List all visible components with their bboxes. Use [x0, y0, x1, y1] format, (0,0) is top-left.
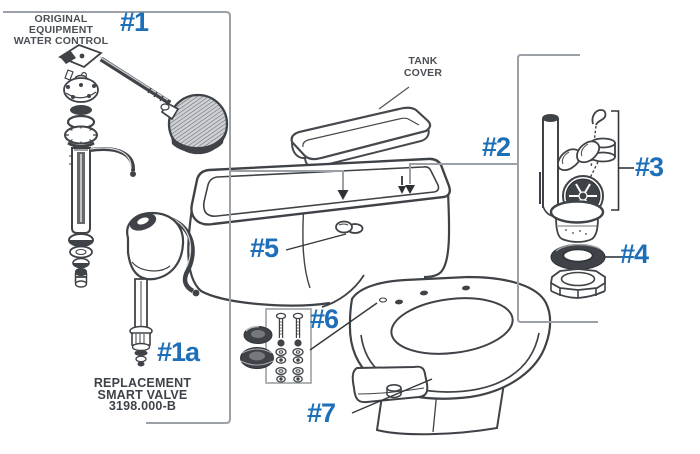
down-arrow-icon	[405, 185, 415, 194]
part-ref-6: #6	[310, 304, 339, 334]
replacement-line3: 3198.000-B	[108, 399, 177, 413]
tank-gaskets	[240, 325, 274, 369]
leader-line-7	[351, 378, 433, 414]
flush-valve-illustration	[539, 109, 616, 243]
tank-cover-label: TANK COVER	[399, 55, 447, 79]
tank-cover-line2: COVER	[403, 67, 443, 79]
mounting-nut-illustration	[550, 268, 606, 299]
refill-hose	[89, 147, 135, 172]
tank-illustration	[187, 157, 452, 308]
tank-lid-illustration	[290, 106, 432, 169]
valve-lever	[58, 44, 103, 81]
down-arrow-icon	[337, 190, 349, 200]
diaphragm-washer	[70, 105, 92, 115]
seal-ring-illustration	[550, 243, 606, 270]
tank-bolt	[275, 312, 287, 338]
float-rod	[99, 56, 172, 106]
flush-valve-seat	[542, 200, 605, 243]
leader-line-6	[309, 302, 378, 351]
replacement-line2: SMART VALVE	[97, 387, 188, 402]
valve-collar	[64, 125, 98, 148]
part-ref-7: #7	[307, 398, 336, 428]
original-equipment-label: ORIGINAL EQUIPMENT WATER CONTROL	[2, 14, 120, 47]
overflow-tube	[539, 114, 559, 208]
tank-cover-leader-line	[378, 86, 410, 110]
smart-valve-illustration	[126, 211, 200, 367]
replacement-line1: REPLACEMENT	[93, 376, 192, 390]
tank-pointer-right	[409, 163, 518, 184]
valve-cap	[63, 74, 99, 103]
part-ref-1: #1	[120, 7, 149, 37]
callout-box-left	[3, 11, 231, 424]
tank-pointer-left	[230, 170, 344, 191]
chain-hook	[591, 109, 607, 126]
part-ref-2: #2	[482, 132, 511, 162]
hardware-kit-illustration	[240, 308, 312, 384]
bracket-3	[611, 110, 620, 211]
down-arrow-icon	[398, 186, 406, 194]
original-equipment-line1: ORIGINAL EQUIPMENT	[28, 13, 94, 36]
fill-valve-illustration	[58, 44, 229, 288]
valve-body-tube	[69, 147, 91, 234]
replacement-valve-label: REPLACEMENT SMART VALVE 3198.000-B	[85, 376, 200, 413]
smart-valve-coupling	[129, 325, 153, 367]
toilet-bowl-illustration	[348, 275, 552, 436]
part-ref-3: #3	[635, 152, 664, 182]
shank-washers	[68, 233, 94, 288]
part-ref-1a: #1a	[157, 337, 200, 367]
tank-bolt	[292, 312, 304, 338]
tank-handle	[335, 220, 364, 234]
float-ball	[160, 93, 229, 155]
callout-box-right	[517, 54, 598, 323]
tank-cover-line1: TANK	[408, 55, 438, 67]
original-equipment-line2: WATER CONTROL	[13, 35, 109, 47]
part-ref-5: #5	[250, 233, 279, 263]
leader-line-5	[285, 233, 347, 251]
part-ref-4: #4	[620, 239, 649, 269]
